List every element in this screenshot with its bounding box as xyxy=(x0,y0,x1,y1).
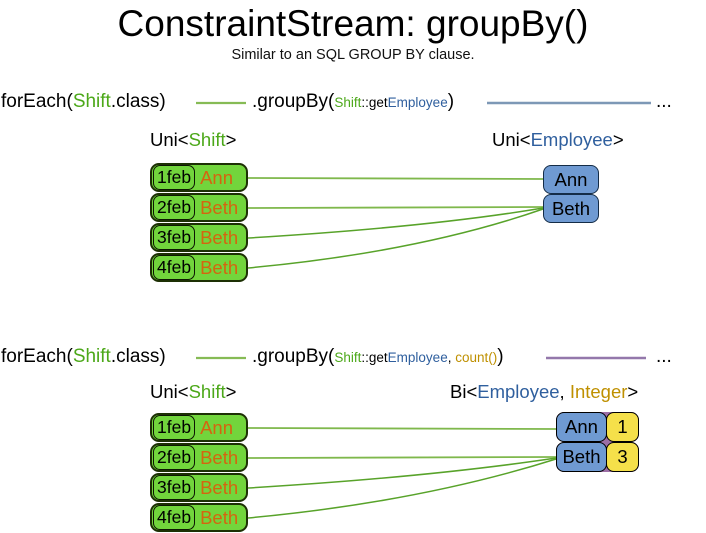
shift-row: 1feb Ann xyxy=(150,413,248,442)
label-text: > xyxy=(225,129,237,150)
shift-class-token: Shift xyxy=(72,346,111,367)
shift-token: Shift xyxy=(334,350,362,365)
uni-shift-label-2: Uni<Shift> xyxy=(150,381,236,403)
code-text: .groupBy( xyxy=(252,346,335,367)
shift-type-token: Shift xyxy=(188,381,226,402)
employee-type-token: Employee xyxy=(477,381,560,402)
ellipsis-2: ... xyxy=(656,346,672,367)
uni-employee-label: Uni<Employee> xyxy=(492,129,624,151)
integer-type-token: Integer xyxy=(569,381,628,402)
shift-row: 2feb Beth xyxy=(150,193,248,222)
shift-date-cell: 2feb xyxy=(153,445,196,470)
shift-date-cell: 1feb xyxy=(153,165,196,190)
shift-employee-cell: Beth xyxy=(200,256,239,278)
shift-employee-cell: Beth xyxy=(200,446,239,468)
label-text: Uni< xyxy=(150,381,189,402)
code-text: forEach( xyxy=(1,91,73,112)
uni-shift-label-1: Uni<Shift> xyxy=(150,129,236,151)
groupby-call-1: .groupBy(Shift::getEmployee) xyxy=(252,89,454,116)
pair-count-cell: 1 xyxy=(606,412,639,442)
pair-group-row: Beth 3 xyxy=(556,442,639,472)
shift-employee-cell: Beth xyxy=(200,226,239,248)
shift-date-cell: 3feb xyxy=(153,225,196,250)
label-text: > xyxy=(225,381,237,402)
foreach-call-1: forEach(Shift.class) xyxy=(1,89,166,115)
label-text: > xyxy=(612,129,624,150)
shift-employee-cell: Beth xyxy=(200,196,239,218)
count-token: count() xyxy=(455,350,498,365)
label-text: Bi< xyxy=(450,381,478,402)
label-text: , xyxy=(559,381,570,402)
code-text: ) xyxy=(497,346,504,367)
code-line-2: forEach(Shift.class) .groupBy(Shift::get… xyxy=(0,344,706,370)
connector2-2feb-beth xyxy=(247,456,557,459)
groupby-call-2: .groupBy(Shift::getEmployee, count()) xyxy=(252,344,504,371)
code-text: .groupBy( xyxy=(252,91,335,112)
connector-2feb-beth xyxy=(247,206,544,209)
employee-name: Beth xyxy=(551,197,591,219)
connector-1feb-ann xyxy=(247,177,544,180)
shift-employee-cell: Ann xyxy=(200,166,233,188)
code-text: .class) xyxy=(110,91,166,112)
code-text: forEach( xyxy=(1,346,73,367)
code-text: .class) xyxy=(110,346,166,367)
shift-date-cell: 2feb xyxy=(153,195,196,220)
connector2-3feb-beth xyxy=(247,457,557,489)
shift-date-cell: 4feb xyxy=(153,255,196,280)
shift-row: 4feb Beth xyxy=(150,503,248,532)
employee-token: Employee xyxy=(387,95,448,110)
shift-row: 2feb Beth xyxy=(150,443,248,472)
employee-name: Ann xyxy=(554,168,588,190)
shift-token: Shift xyxy=(334,95,362,110)
employee-group-box: Beth xyxy=(543,194,599,223)
connector-4feb-beth xyxy=(247,208,544,269)
page-title: ConstraintStream: groupBy() xyxy=(117,3,589,44)
groupby-args-1: Shift::getEmployee xyxy=(334,95,447,110)
ellipsis-1: ... xyxy=(656,91,672,112)
shift-employee-cell: Beth xyxy=(200,506,239,528)
shift-row: 1feb Ann xyxy=(150,163,248,192)
shift-type-token: Shift xyxy=(188,129,226,150)
shift-date-cell: 1feb xyxy=(153,415,196,440)
employee-type-token: Employee xyxy=(530,129,613,150)
connector2-1feb-ann xyxy=(247,427,557,430)
employee-token: Employee xyxy=(387,350,448,365)
shift-class-token: Shift xyxy=(72,91,111,112)
page-subtitle: Similar to an SQL GROUP BY clause. xyxy=(231,47,475,63)
pair-group-row: Ann 1 xyxy=(556,412,639,442)
code-text: , xyxy=(447,350,456,365)
connector2-4feb-beth xyxy=(247,458,557,519)
pair-employee-cell: Beth xyxy=(556,442,607,472)
groupby-args-2: Shift::getEmployee, count() xyxy=(334,350,497,365)
connector-3feb-beth xyxy=(247,207,544,239)
employee-group-box: Ann xyxy=(543,165,599,194)
code-text: ::get xyxy=(361,95,388,110)
label-text: Uni< xyxy=(492,129,531,150)
shift-employee-cell: Beth xyxy=(200,476,239,498)
bi-employee-integer-label: Bi<Employee, Integer> xyxy=(450,381,638,403)
code-text: ) xyxy=(447,91,455,112)
pair-employee-cell: Ann xyxy=(556,412,607,442)
shift-row: 3feb Beth xyxy=(150,223,248,252)
label-text: Uni< xyxy=(150,129,189,150)
shift-date-cell: 3feb xyxy=(153,475,196,500)
pair-count-cell: 3 xyxy=(606,442,639,472)
shift-row: 4feb Beth xyxy=(150,253,248,282)
shift-row: 3feb Beth xyxy=(150,473,248,502)
code-line-1: forEach(Shift.class) .groupBy(Shift::get… xyxy=(0,89,706,115)
shift-employee-cell: Ann xyxy=(200,416,233,438)
code-text: ::get xyxy=(361,350,388,365)
shift-date-cell: 4feb xyxy=(153,505,196,530)
foreach-call-2: forEach(Shift.class) xyxy=(1,344,166,370)
label-text: > xyxy=(627,381,639,402)
